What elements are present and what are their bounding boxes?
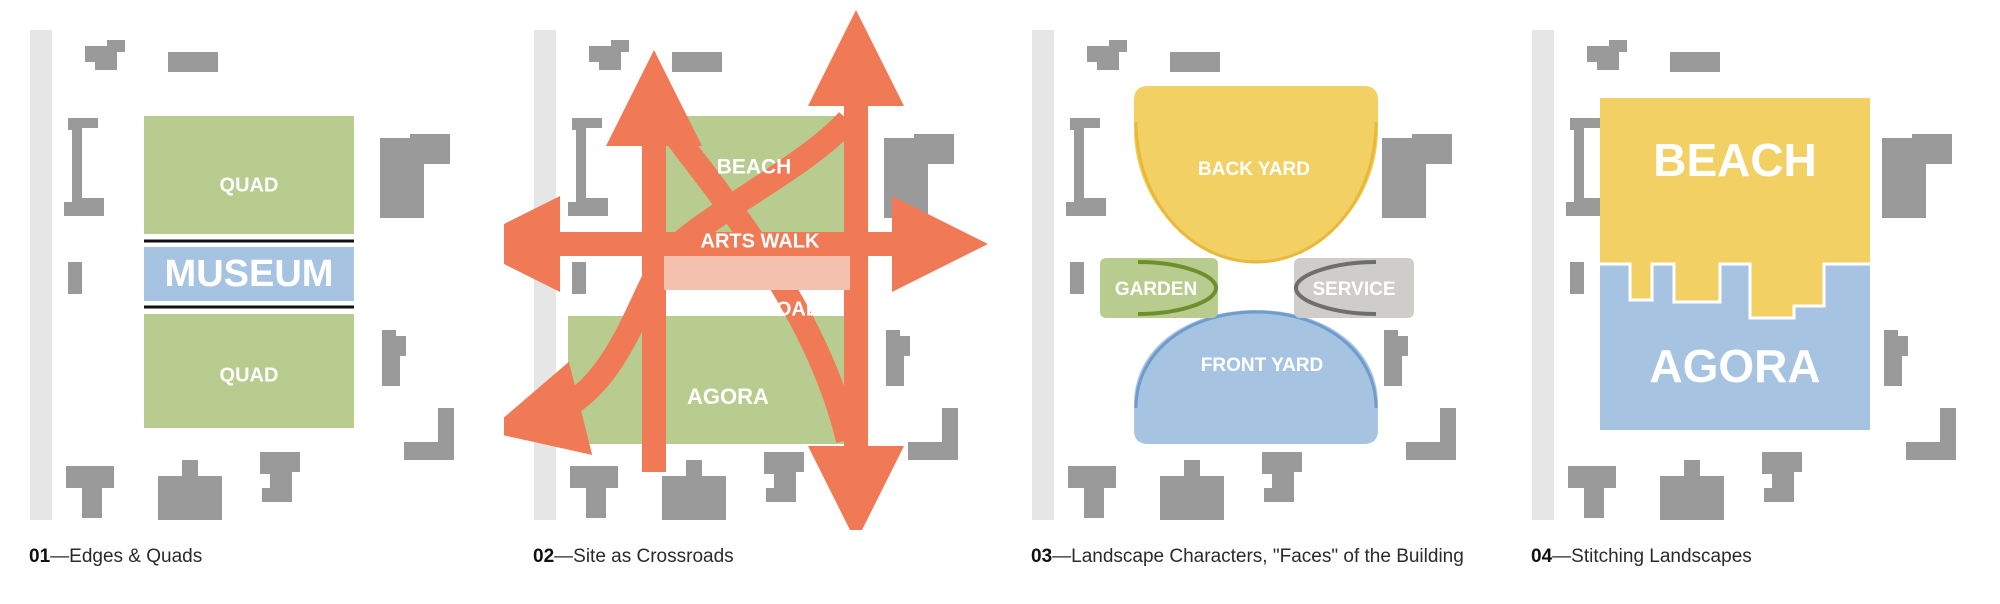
panel-stitching-landscapes: BEACH AGORA 04—Stitching Landscapes — [1502, 0, 1992, 604]
caption-01: 01—Edges & Quads — [29, 546, 202, 568]
label-museum: MUSEUM — [165, 253, 334, 295]
garden-edge — [1137, 260, 1219, 316]
caption-title: —Landscape Characters, "Faces" of the Bu… — [1052, 546, 1464, 567]
caption-title: —Edges & Quads — [50, 546, 203, 567]
arrow-diagonal-se — [654, 113, 860, 443]
crossroads-zone — [664, 256, 850, 290]
front-yard-edge — [1134, 310, 1378, 409]
service-zone — [1294, 258, 1414, 318]
label-service: SERVICE — [1312, 279, 1395, 300]
quad-top-zone — [144, 116, 354, 234]
diagram-landscape-characters: BACK YARD GARDEN SERVICE FRONT YARD — [1032, 30, 1456, 520]
panel-crossroads: BEACH ARTS WALK CROSSROADS AGORA 02—Site… — [504, 0, 994, 604]
caption-02: 02—Site as Crossroads — [533, 546, 734, 568]
caption-number: 01 — [29, 546, 51, 567]
service-edge — [1293, 260, 1377, 316]
label-back-yard: BACK YARD — [1198, 159, 1310, 180]
caption-number: 02 — [533, 546, 555, 567]
label-quad-top: QUAD — [220, 174, 279, 196]
caption-number: 04 — [1531, 546, 1553, 567]
garden-zone — [1100, 258, 1218, 318]
label-beach: BEACH — [1653, 134, 1817, 186]
label-front-yard: FRONT YARD — [1201, 355, 1323, 376]
label-quad-bottom: QUAD — [220, 364, 279, 386]
label-agora: AGORA — [1649, 340, 1820, 392]
caption-title: —Stitching Landscapes — [1552, 546, 1752, 567]
quad-bottom-zone — [144, 314, 354, 428]
label-arts-walk: ARTS WALK — [701, 230, 820, 252]
caption-number: 03 — [1031, 546, 1053, 567]
caption-04: 04—Stitching Landscapes — [1531, 546, 1752, 568]
panel-landscape-characters: BACK YARD GARDEN SERVICE FRONT YARD 03—L… — [1002, 0, 1492, 604]
museum-zone — [144, 247, 354, 301]
caption-title: —Site as Crossroads — [554, 546, 734, 567]
diagram-crossroads: BEACH ARTS WALK CROSSROADS AGORA — [504, 9, 988, 530]
diagram-stitching-landscapes: BEACH AGORA — [1532, 30, 1956, 520]
label-beach: BEACH — [717, 156, 792, 179]
back-yard-edge — [1134, 121, 1378, 264]
panel-edges-quads: QUAD MUSEUM QUAD 01—Edges & Quads — [0, 0, 490, 604]
label-crossroads: CROSSROADS — [690, 298, 833, 320]
label-garden: GARDEN — [1115, 279, 1197, 300]
back-yard-zone — [1134, 86, 1378, 262]
stitch-line — [1600, 262, 1870, 320]
diagram-edges-quads: QUAD MUSEUM QUAD — [30, 30, 454, 520]
caption-03: 03—Landscape Characters, "Faces" of the … — [1031, 546, 1464, 568]
front-yard-zone — [1134, 310, 1378, 444]
label-agora: AGORA — [687, 384, 769, 409]
